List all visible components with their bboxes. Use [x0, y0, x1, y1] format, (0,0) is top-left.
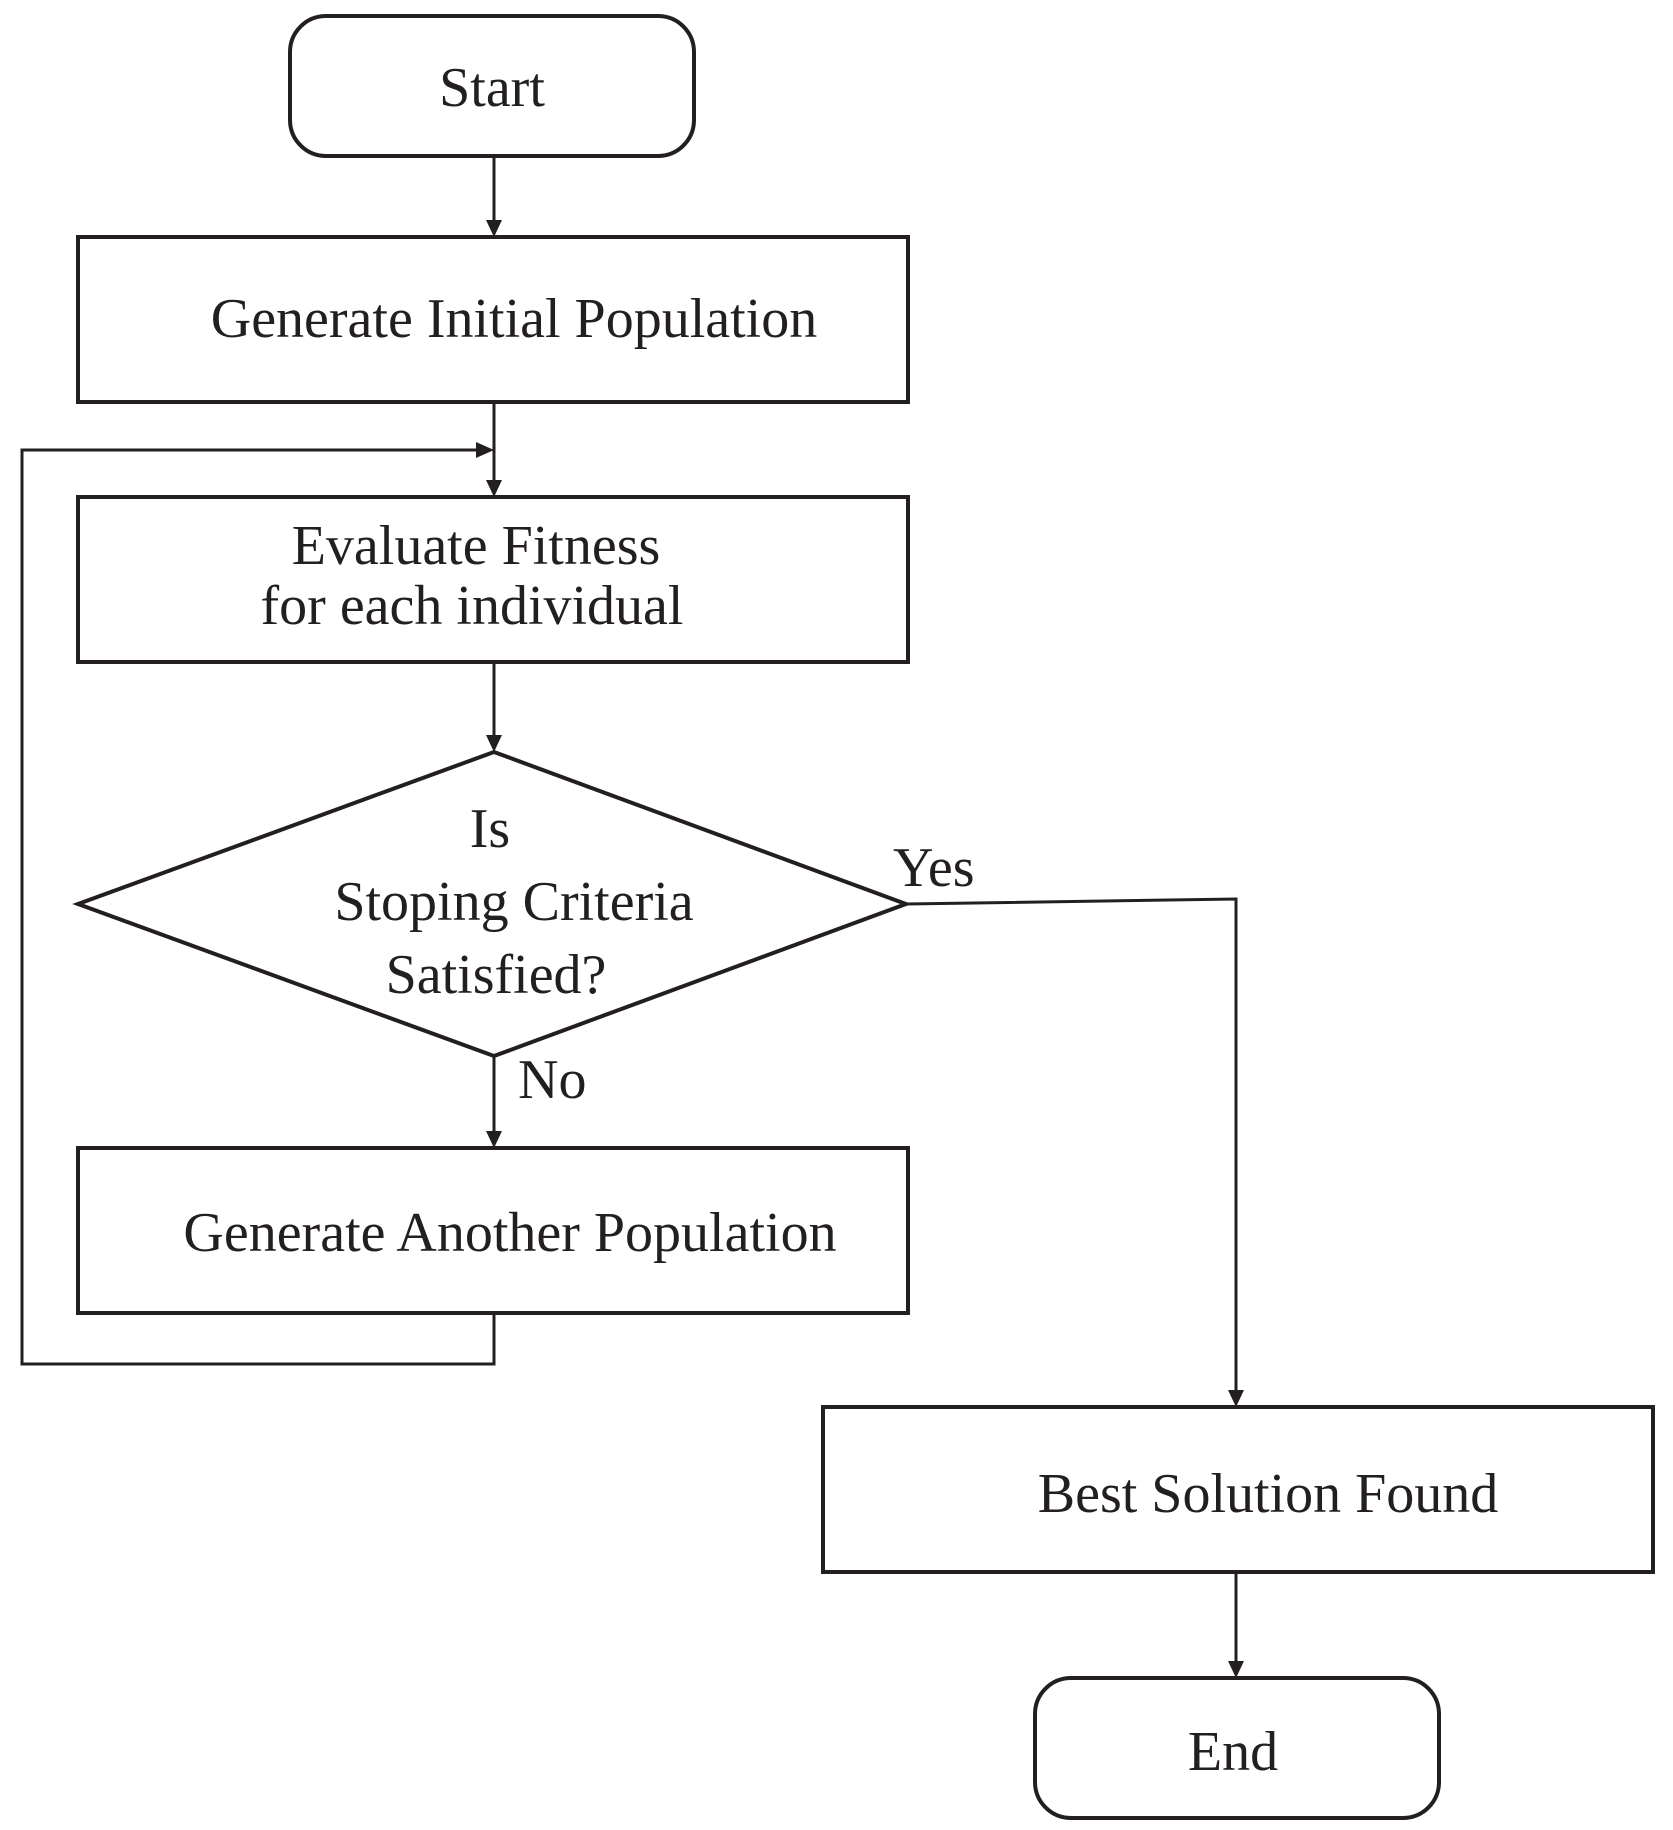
arrowhead-decision-no: [486, 1131, 502, 1148]
connector-loop-back: [20, 448, 496, 1366]
best-solution-found-shape: [821, 1405, 1655, 1574]
evaluate-fitness-shape: [76, 495, 910, 664]
start-label: Start: [439, 57, 545, 119]
end-node: End: [1033, 1676, 1441, 1820]
evaluate-fitness-label-line2: for each individual: [261, 575, 684, 637]
best-solution-found-label: Best Solution Found: [1038, 1463, 1499, 1525]
generate-initial-population-shape: [76, 235, 910, 404]
generate-initial-population-node: Generate Initial Population: [76, 235, 910, 404]
arrowhead-best-to-end: [1228, 1661, 1244, 1678]
evaluate-fitness-node: Evaluate Fitness for each individual: [76, 495, 910, 664]
start-shape: [288, 14, 696, 158]
arrowhead-decision-yes: [1228, 1390, 1244, 1407]
end-shape: [1033, 1676, 1441, 1820]
best-solution-found-node: Best Solution Found: [821, 1405, 1655, 1574]
arrowhead-start-to-initial: [486, 220, 502, 237]
generate-another-population-label: Generate Another Population: [183, 1202, 836, 1264]
decision-label-line1: Is: [470, 798, 510, 860]
generate-another-population-shape: [76, 1146, 910, 1315]
end-label: End: [1188, 1721, 1278, 1783]
edge-label-no: No: [518, 1049, 586, 1111]
connector-decision-yes: [905, 897, 1238, 1392]
generate-another-population-node: Generate Another Population: [76, 1146, 910, 1315]
evaluate-fitness-label-line1: Evaluate Fitness: [292, 515, 661, 577]
arrowhead-loop-back: [476, 442, 494, 458]
arrowhead-initial-to-evaluate: [486, 480, 502, 497]
generate-initial-population-label: Generate Initial Population: [211, 288, 817, 350]
stopping-criteria-decision-node: Is Stoping Criteria Satisfied?: [72, 749, 912, 1059]
arrowhead-evaluate-to-decision: [486, 735, 502, 752]
decision-label-line2: Stoping Criteria: [334, 871, 693, 933]
decision-label-line3: Satisfied?: [386, 944, 607, 1006]
start-node: Start: [288, 14, 696, 158]
edge-label-yes: Yes: [893, 837, 974, 899]
